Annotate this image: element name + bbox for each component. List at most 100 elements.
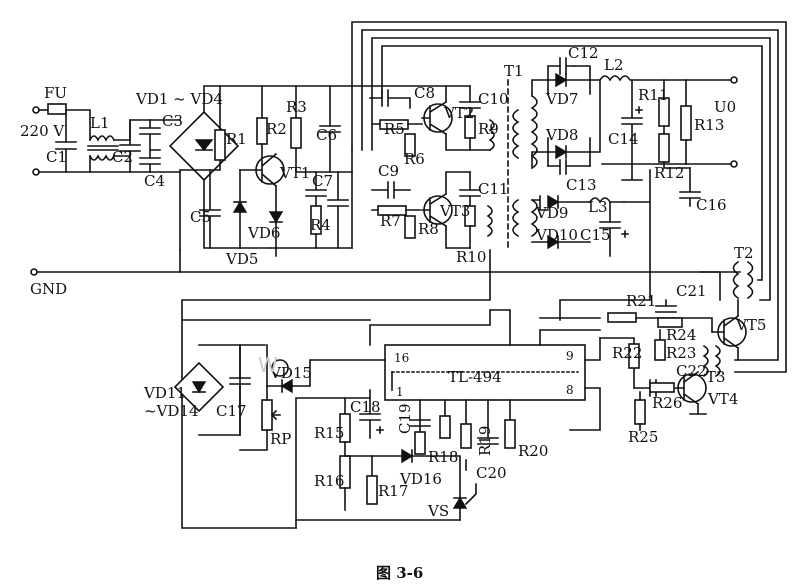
label-220v: 220 V xyxy=(20,122,65,140)
ground-bus xyxy=(30,249,741,529)
label-c9: C9 xyxy=(378,162,399,180)
hv-rail xyxy=(179,85,471,257)
label-pin9: 9 xyxy=(566,349,574,363)
label-rp: RP xyxy=(270,430,291,448)
label-t1: T1 xyxy=(504,62,524,80)
label-pin8: 8 xyxy=(566,383,574,397)
label-c18: C18 xyxy=(350,398,381,416)
label-pin1: 1 xyxy=(396,385,404,399)
label-r12: R12 xyxy=(654,164,684,182)
label-c5: C5 xyxy=(190,208,211,226)
inductor-l2 xyxy=(598,75,731,82)
label-r23: R23 xyxy=(666,344,696,362)
label-vd15: VD15 xyxy=(269,364,312,382)
label-t3: T3 xyxy=(706,368,726,386)
watermark-text: W xyxy=(258,353,278,377)
label-r11: R11 xyxy=(638,86,668,104)
output-stage xyxy=(531,57,738,321)
feedback-loops xyxy=(351,21,787,373)
aux-supply xyxy=(173,319,386,451)
label-vt5: VT5 xyxy=(735,316,766,334)
half-bridge-driver xyxy=(369,85,495,249)
label-r2: R2 xyxy=(266,120,287,138)
label-r10: R10 xyxy=(456,248,486,266)
label-l2: L2 xyxy=(604,56,624,74)
label-r13: R13 xyxy=(694,116,724,134)
label-r8: R8 xyxy=(418,220,439,238)
label-vd11: VD11 xyxy=(143,384,186,402)
label-c4: C4 xyxy=(144,172,165,190)
label-r18: R18 xyxy=(428,448,458,466)
label-vd10: VD10 xyxy=(535,226,578,244)
label-r9: R9 xyxy=(478,120,499,138)
label-r16: R16 xyxy=(314,472,344,490)
label-r24: R24 xyxy=(666,326,696,344)
label-c2: C2 xyxy=(112,148,133,166)
label-c20: C20 xyxy=(476,464,507,482)
drive-transformer-t2 xyxy=(539,260,754,431)
label-r6: R6 xyxy=(404,150,425,168)
label-c15: C15 xyxy=(580,226,611,244)
label-c11: C11 xyxy=(478,180,509,198)
figure-caption: 图 3-6 xyxy=(376,564,423,582)
label-vt4: VT4 xyxy=(707,390,738,408)
label-vs: VS xyxy=(427,502,449,520)
reference-network xyxy=(295,389,477,529)
label-vd6: VD6 xyxy=(247,224,280,242)
label-r5: R5 xyxy=(384,120,405,138)
label-r7: R7 xyxy=(380,212,401,230)
label-r3: R3 xyxy=(286,98,307,116)
label-c7: C7 xyxy=(312,172,333,190)
label-r25: R25 xyxy=(628,428,658,446)
label-vt2: VT2 xyxy=(443,104,474,122)
label-vd1-vd4: VD1 ~ VD4 xyxy=(135,90,223,108)
label-c12: C12 xyxy=(568,44,599,62)
label-r21: R21 xyxy=(626,292,656,310)
label-vd5: VD5 xyxy=(225,250,258,268)
fuse-fu xyxy=(47,103,67,115)
control-ic xyxy=(369,309,601,471)
label-c10: C10 xyxy=(478,90,509,108)
label-c19: C19 xyxy=(396,403,414,434)
label-c17: C17 xyxy=(216,402,247,420)
label-vd16: VD16 xyxy=(399,470,442,488)
label-ic: TL-494 xyxy=(448,368,502,386)
label-r22: R22 xyxy=(612,344,642,362)
thyristor-vs xyxy=(452,496,468,509)
bridge-rectifier-main xyxy=(168,85,271,249)
label-c8: C8 xyxy=(414,84,435,102)
label-l3: L3 xyxy=(588,198,608,216)
label-t2: T2 xyxy=(734,244,754,262)
label-l1: L1 xyxy=(90,114,110,132)
label-c13: C13 xyxy=(566,176,597,194)
label-c16: C16 xyxy=(696,196,727,214)
label-r20: R20 xyxy=(518,442,548,460)
component-labels: FU 220 V L1 C1 C2 C3 C4 VD1 ~ VD4 R1 R2 … xyxy=(20,44,766,582)
label-vd14: ~VD14 xyxy=(144,402,199,420)
label-c6: C6 xyxy=(316,126,337,144)
label-vd8: VD8 xyxy=(545,126,578,144)
label-r15: R15 xyxy=(314,424,344,442)
label-r26: R26 xyxy=(652,394,682,412)
label-c22: C22 xyxy=(676,362,707,380)
label-c3: C3 xyxy=(162,112,183,130)
label-r4: R4 xyxy=(310,216,331,234)
label-gnd: GND xyxy=(30,280,67,298)
label-vt3: VT3 xyxy=(439,202,470,220)
input-filter xyxy=(32,103,181,176)
transformer-t1 xyxy=(507,79,538,251)
label-vt1: VT1 xyxy=(279,164,310,182)
label-r19: R19 xyxy=(476,426,494,456)
label-c21: C21 xyxy=(676,282,707,300)
label-u0: U0 xyxy=(714,98,736,116)
label-vd9: VD9 xyxy=(535,204,568,222)
inductor-l1 xyxy=(87,135,119,161)
label-vd7: VD7 xyxy=(545,90,578,108)
label-fu: FU xyxy=(44,84,67,102)
label-r1: R1 xyxy=(226,130,247,148)
label-pin16: 16 xyxy=(394,351,409,365)
label-c1: C1 xyxy=(46,148,67,166)
label-c14: C14 xyxy=(608,130,639,148)
label-r17: R17 xyxy=(378,482,408,500)
